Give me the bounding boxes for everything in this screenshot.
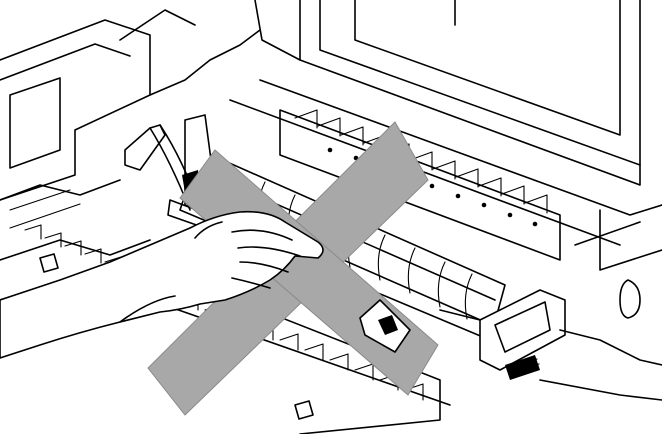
right-bracket xyxy=(439,279,641,380)
rear-frame xyxy=(229,0,662,271)
hand xyxy=(0,210,324,359)
upper-guide-teeth xyxy=(279,109,561,261)
right-lever xyxy=(359,299,411,353)
left-housing xyxy=(0,9,261,301)
